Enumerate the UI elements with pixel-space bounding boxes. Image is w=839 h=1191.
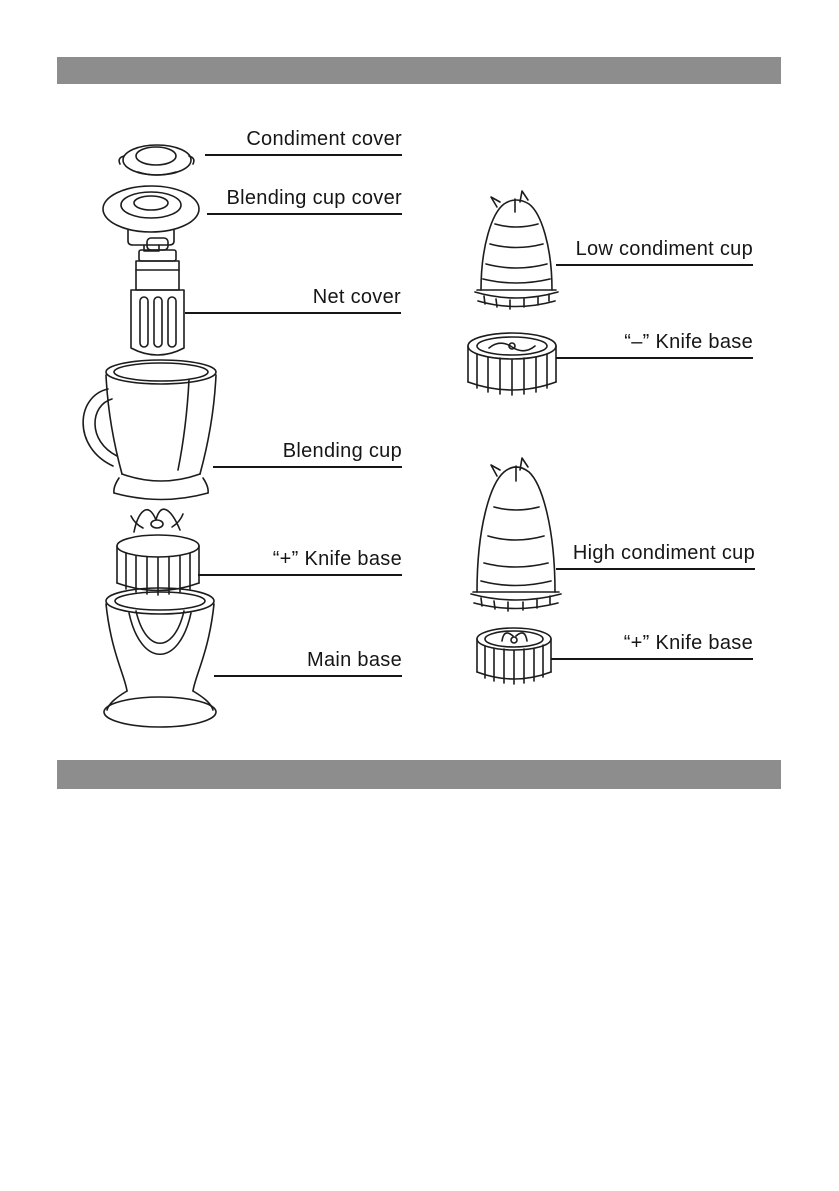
label-knife-base-plus-left: “+” Knife base bbox=[198, 547, 402, 576]
label-net-cover: Net cover bbox=[185, 285, 401, 314]
label-low-condiment-cup: Low condiment cup bbox=[556, 237, 753, 266]
label-blending-cup: Blending cup bbox=[213, 439, 402, 468]
label-condiment-cover: Condiment cover bbox=[205, 127, 402, 156]
blending-cup-cover-drawing bbox=[102, 185, 200, 252]
bottom-divider-bar bbox=[57, 760, 781, 789]
blending-cup-drawing bbox=[82, 359, 217, 501]
label-high-condiment-cup: High condiment cup bbox=[556, 541, 755, 570]
net-cover-drawing bbox=[130, 237, 185, 356]
label-main-base: Main base bbox=[214, 648, 402, 677]
knife-base-plus-left-drawing bbox=[116, 508, 200, 596]
high-condiment-cup-drawing bbox=[470, 457, 562, 612]
label-knife-base-plus-right: “+” Knife base bbox=[551, 631, 753, 660]
knife-base-minus-drawing bbox=[467, 332, 557, 396]
top-divider-bar bbox=[57, 57, 781, 84]
low-condiment-cup-drawing bbox=[474, 190, 559, 310]
label-knife-base-minus: “–” Knife base bbox=[556, 330, 753, 359]
knife-base-plus-right-drawing bbox=[476, 627, 552, 685]
condiment-cover-drawing bbox=[118, 144, 195, 176]
main-base-drawing bbox=[103, 587, 217, 728]
label-blending-cup-cover: Blending cup cover bbox=[207, 186, 402, 215]
